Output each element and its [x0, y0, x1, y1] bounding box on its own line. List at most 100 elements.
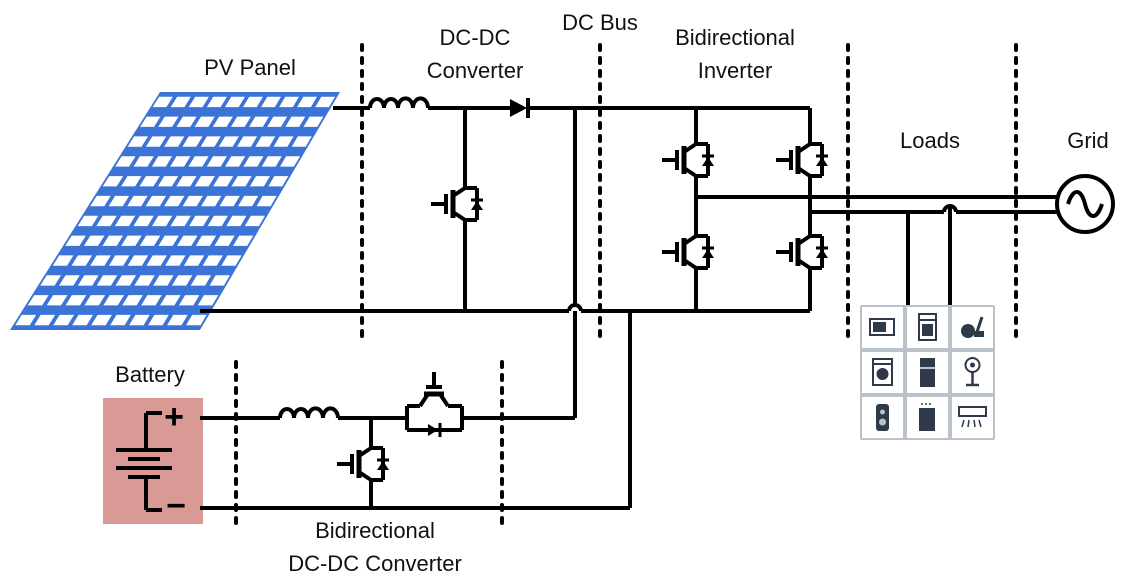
pv-cell [108, 255, 130, 266]
pv-cell [201, 195, 222, 207]
pv-cell [84, 295, 106, 306]
pv-cell [267, 116, 288, 127]
pv-cell [280, 156, 301, 167]
pv-cell [244, 215, 265, 227]
pv-cell [188, 96, 209, 108]
pv-cell [256, 195, 277, 207]
pv-cell [134, 275, 155, 286]
pv-cell [268, 176, 289, 187]
pv-panel-label: PV Panel [204, 55, 296, 80]
pv-cell [165, 255, 186, 266]
pv-cell [249, 176, 270, 187]
battery [103, 398, 203, 524]
pv-cell [238, 195, 259, 207]
pv-cell [151, 156, 173, 167]
pv-cell [102, 176, 124, 187]
pv-cell [233, 235, 254, 246]
pv-cell [194, 176, 215, 187]
pv-cell [230, 116, 251, 127]
pv-cell [115, 275, 137, 286]
grid-label: Grid [1067, 128, 1109, 153]
stage-separators [234, 43, 1018, 532]
dishwasher-icon [907, 307, 948, 348]
dcdc-converter-label-line1: DC-DC [439, 25, 511, 50]
pv-cell [91, 314, 112, 326]
fan-icon [952, 352, 993, 393]
dcdc-converter-label: DC-DC Converter [395, 25, 555, 83]
pv-cell [190, 275, 212, 286]
pv-cell [148, 314, 169, 326]
pv-cell [194, 116, 215, 127]
pv-cell [96, 215, 117, 227]
pv-cell [261, 96, 281, 108]
battery-inductor [278, 406, 340, 419]
air-conditioner-icon [952, 397, 993, 438]
pv-cell [261, 156, 282, 167]
pv-cell [77, 215, 99, 227]
pv-cell [146, 255, 167, 266]
pv-cell [72, 314, 93, 326]
pv-cell [127, 195, 148, 207]
boost-switch [431, 108, 483, 311]
pv-cell [176, 176, 197, 187]
pv-cell [231, 176, 252, 187]
pv-cell [153, 275, 174, 286]
pv-cell [213, 176, 234, 187]
water-heater-icon [907, 397, 948, 438]
pv-cell [242, 96, 263, 108]
pv-cell [224, 96, 245, 108]
battery-lower-switch [337, 436, 389, 492]
inverter-label: Bidirectional Inverter [645, 25, 825, 83]
pv-cell [121, 176, 142, 187]
pv-diode [510, 98, 530, 118]
bidirectional-dcdc-label-line1: Bidirectional [315, 518, 435, 543]
battery-converter-wires [200, 311, 632, 510]
pv-cell [177, 235, 198, 246]
pv-cell [40, 275, 62, 286]
pv-cell [96, 275, 118, 286]
pv-cell [34, 314, 56, 326]
pv-cell [102, 235, 124, 246]
pv-cell [285, 116, 306, 127]
pv-panel [10, 92, 340, 330]
pv-cell [188, 156, 209, 167]
pv-cell [158, 235, 179, 246]
pv-cell [108, 195, 130, 207]
bottom-rail-wire [200, 303, 810, 313]
pv-cell [209, 275, 230, 286]
pv-cell [139, 235, 161, 246]
pv-cell [279, 96, 299, 108]
pv-cell [145, 195, 167, 207]
pv-cell [255, 136, 276, 147]
pv-cell [157, 176, 179, 187]
pv-cell [158, 116, 179, 127]
pv-cell [315, 96, 336, 108]
pv-cell [77, 275, 99, 286]
pv-panel-frame [10, 92, 340, 330]
washing-machine-icon [862, 352, 903, 393]
pv-cell [167, 314, 188, 326]
grid-source-icon [1055, 174, 1115, 234]
pv-cell [237, 136, 258, 147]
pv-cell [141, 295, 162, 306]
pv-inductor [368, 96, 430, 109]
pv-cell [186, 314, 207, 326]
pv-cell [127, 136, 149, 147]
pv-cell [291, 136, 312, 147]
pv-cell [170, 215, 191, 227]
pv-cell [114, 215, 136, 227]
battery-positive-terminal: + [164, 398, 184, 436]
loads-label: Loads [900, 128, 960, 153]
pv-cell [218, 136, 239, 147]
pv-cell [151, 215, 173, 227]
loads-panel [860, 305, 995, 440]
pv-cell [121, 235, 142, 246]
inverter-label-line1: Bidirectional [675, 25, 795, 50]
speaker-icon [862, 397, 903, 438]
pv-cell [200, 136, 221, 147]
pv-cell [225, 156, 246, 167]
pv-cell [176, 116, 197, 127]
pv-cell [127, 255, 149, 266]
bidirectional-dcdc-label: Bidirectional DC-DC Converter [270, 518, 480, 576]
pv-cell [249, 116, 270, 127]
